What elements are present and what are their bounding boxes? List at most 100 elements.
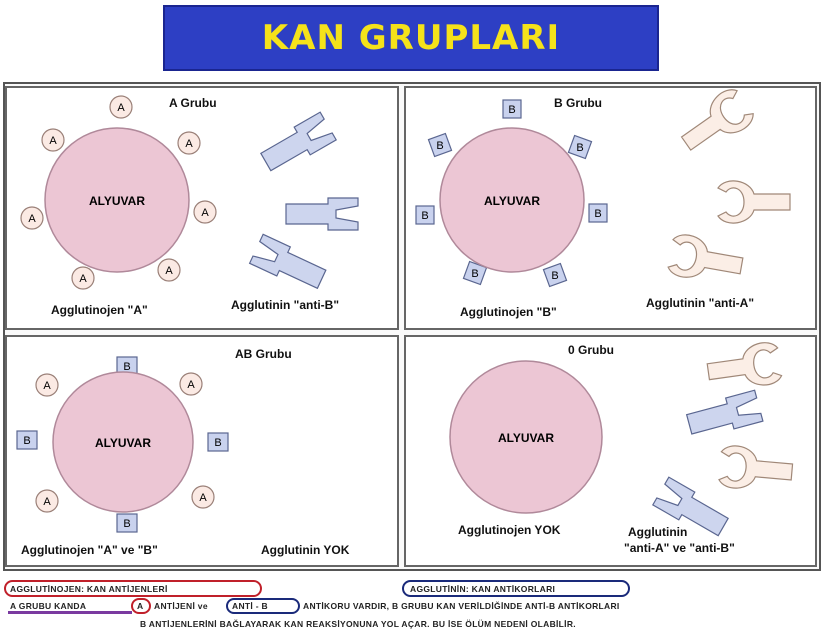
antigen-letter: B bbox=[214, 437, 221, 449]
antigen-a bbox=[41, 128, 65, 152]
cell-label: ALYUVAR bbox=[498, 431, 554, 445]
red-blood-cell bbox=[439, 127, 585, 273]
footer-line2-end: ANTİKORU VARDIR, B GRUBU KAN VERİLDİĞİND… bbox=[303, 601, 620, 611]
antigen-b bbox=[542, 262, 568, 288]
panel-o-right-caption-line1: Agglutinin bbox=[628, 525, 688, 539]
antigen-b bbox=[415, 205, 435, 225]
antigen-letter: B bbox=[471, 268, 478, 280]
antigen-letter: B bbox=[23, 435, 30, 447]
antigen-letter: A bbox=[43, 496, 51, 508]
red-blood-cell bbox=[449, 360, 603, 514]
panel-ab-diagram: B A A B B A A B ALYUVAR bbox=[16, 356, 229, 533]
antigen-mixed-group: B A A B B A A B bbox=[16, 356, 229, 533]
panel-o-title: 0 Grubu bbox=[568, 343, 615, 357]
antibody-anti-b bbox=[652, 476, 729, 537]
antigen-letter: B bbox=[421, 210, 428, 222]
footer-line2-mid: ANTİJENİ ve bbox=[154, 601, 208, 611]
antigen-letter: A bbox=[79, 273, 87, 285]
antigen-a bbox=[109, 95, 133, 119]
footer-explanation: AGGLUTİNOJEN: KAN ANTİJENLERİ AGGLUTİNİN… bbox=[0, 576, 825, 641]
antigen-a bbox=[179, 372, 203, 396]
antigen-b bbox=[588, 203, 608, 223]
panel-ab-right-caption: Agglutinin YOK bbox=[261, 543, 350, 557]
panel-o-right-caption-line2: "anti-A" ve "anti-B" bbox=[624, 541, 735, 555]
panel-b-right-caption: Agglutinin "anti-A" bbox=[646, 296, 755, 310]
antigen-letter: B bbox=[576, 142, 583, 154]
underline-highlight bbox=[8, 611, 132, 614]
antibody-anti-b bbox=[285, 197, 359, 231]
panel-a-title: A Grubu bbox=[169, 96, 217, 110]
title-banner: KAN GRUPLARI bbox=[163, 5, 659, 71]
antigen-b bbox=[207, 432, 229, 452]
antigen-b bbox=[502, 99, 522, 119]
a-antigen-highlight bbox=[131, 598, 151, 614]
antigen-letter: A bbox=[43, 380, 51, 392]
antigen-letter: B bbox=[123, 518, 130, 530]
panel-ab-left-caption: Agglutinojen "A" ve "B" bbox=[21, 543, 158, 557]
antibody-anti-b bbox=[260, 111, 337, 172]
antigen-letter: A bbox=[165, 265, 173, 277]
footer-line3: B ANTİJENLERİNİ BAĞLAYARAK KAN REAKSİYON… bbox=[140, 619, 576, 629]
antigen-letter: B bbox=[508, 104, 515, 116]
antigen-letter: B bbox=[436, 140, 443, 152]
panel-ab-title: AB Grubu bbox=[235, 347, 292, 361]
panel-a-right-caption: Agglutinin "anti-B" bbox=[231, 298, 340, 312]
antigen-a bbox=[157, 258, 181, 282]
footer-line2-a: A bbox=[137, 601, 144, 611]
antigen-letter: A bbox=[201, 207, 209, 219]
antigen-letter: A bbox=[49, 135, 57, 147]
antigen-letter: B bbox=[594, 208, 601, 220]
antibody-definition: AGGLUTİNİN: KAN ANTİKORLARI bbox=[410, 584, 556, 594]
antigen-b-group: B B B B B B B bbox=[415, 99, 608, 288]
antigen-a bbox=[35, 489, 59, 513]
antigen-a bbox=[35, 373, 59, 397]
antigen-definition: AGGLUTİNOJEN: KAN ANTİJENLERİ bbox=[10, 584, 168, 594]
antibody-anti-b bbox=[685, 389, 764, 435]
antigen-a bbox=[71, 266, 95, 290]
antigen-b bbox=[462, 260, 488, 286]
antigen-definition-highlight bbox=[4, 580, 262, 597]
antigen-b bbox=[116, 513, 138, 533]
anti-b-highlight bbox=[226, 598, 300, 614]
antigen-letter: A bbox=[117, 102, 125, 114]
panel-ab-group: B A A B B A A B ALYUVAR AB Grubu Aggluti… bbox=[5, 335, 399, 567]
footer-line2-start: A GRUBU KANDA bbox=[10, 601, 87, 611]
antigen-a bbox=[191, 485, 215, 509]
cell-label: ALYUVAR bbox=[95, 436, 151, 450]
red-blood-cell bbox=[44, 127, 190, 273]
antigen-a bbox=[193, 200, 217, 224]
antigen-b bbox=[567, 134, 593, 160]
panel-o-diagram: ALYUVAR bbox=[449, 342, 794, 537]
antigen-letter: A bbox=[187, 379, 195, 391]
antibody-definition-highlight bbox=[402, 580, 630, 597]
antigen-letter: A bbox=[185, 138, 193, 150]
cell-label: ALYUVAR bbox=[484, 194, 540, 208]
antibody-anti-a bbox=[718, 445, 794, 489]
antigen-letter: A bbox=[199, 492, 207, 504]
antigen-letter: B bbox=[123, 361, 130, 373]
antibody-anti-a bbox=[706, 342, 783, 386]
red-blood-cell bbox=[52, 371, 194, 513]
panel-b-group: B B B B B B B ALYUVAR B Grubu Agglutinoj… bbox=[404, 86, 817, 330]
footer-line2-anti: ANTİ - B bbox=[232, 601, 268, 611]
panel-o-group: ALYUVAR 0 Grubu Agglutinojen YOK Aggluti… bbox=[404, 335, 817, 567]
antigen-b bbox=[427, 132, 453, 158]
antibody-anti-a bbox=[717, 180, 791, 224]
antigen-a bbox=[177, 131, 201, 155]
panel-a-diagram: A A A A A A A ALYUVAR bbox=[20, 95, 359, 290]
antigen-letter: A bbox=[28, 213, 36, 225]
antigen-b bbox=[16, 430, 38, 450]
cell-label: ALYUVAR bbox=[89, 194, 145, 208]
antigen-a-group: A A A A A A A bbox=[20, 95, 217, 290]
panel-b-title: B Grubu bbox=[554, 96, 602, 110]
panel-o-left-caption: Agglutinojen YOK bbox=[458, 523, 561, 537]
antigen-letter: B bbox=[551, 270, 558, 282]
page-title: KAN GRUPLARI bbox=[261, 18, 561, 58]
antibody-anti-a bbox=[667, 234, 744, 278]
antibody-anti-a bbox=[680, 89, 754, 151]
panel-b-left-caption: Agglutinojen "B" bbox=[460, 305, 557, 319]
panel-b-diagram: B B B B B B B ALYUVAR bbox=[415, 89, 791, 288]
panel-a-group: A A A A A A A ALYUVAR A Grubu Agglutinoj… bbox=[5, 86, 399, 330]
panel-a-left-caption: Agglutinojen "A" bbox=[51, 303, 148, 317]
antigen-a bbox=[20, 206, 44, 230]
